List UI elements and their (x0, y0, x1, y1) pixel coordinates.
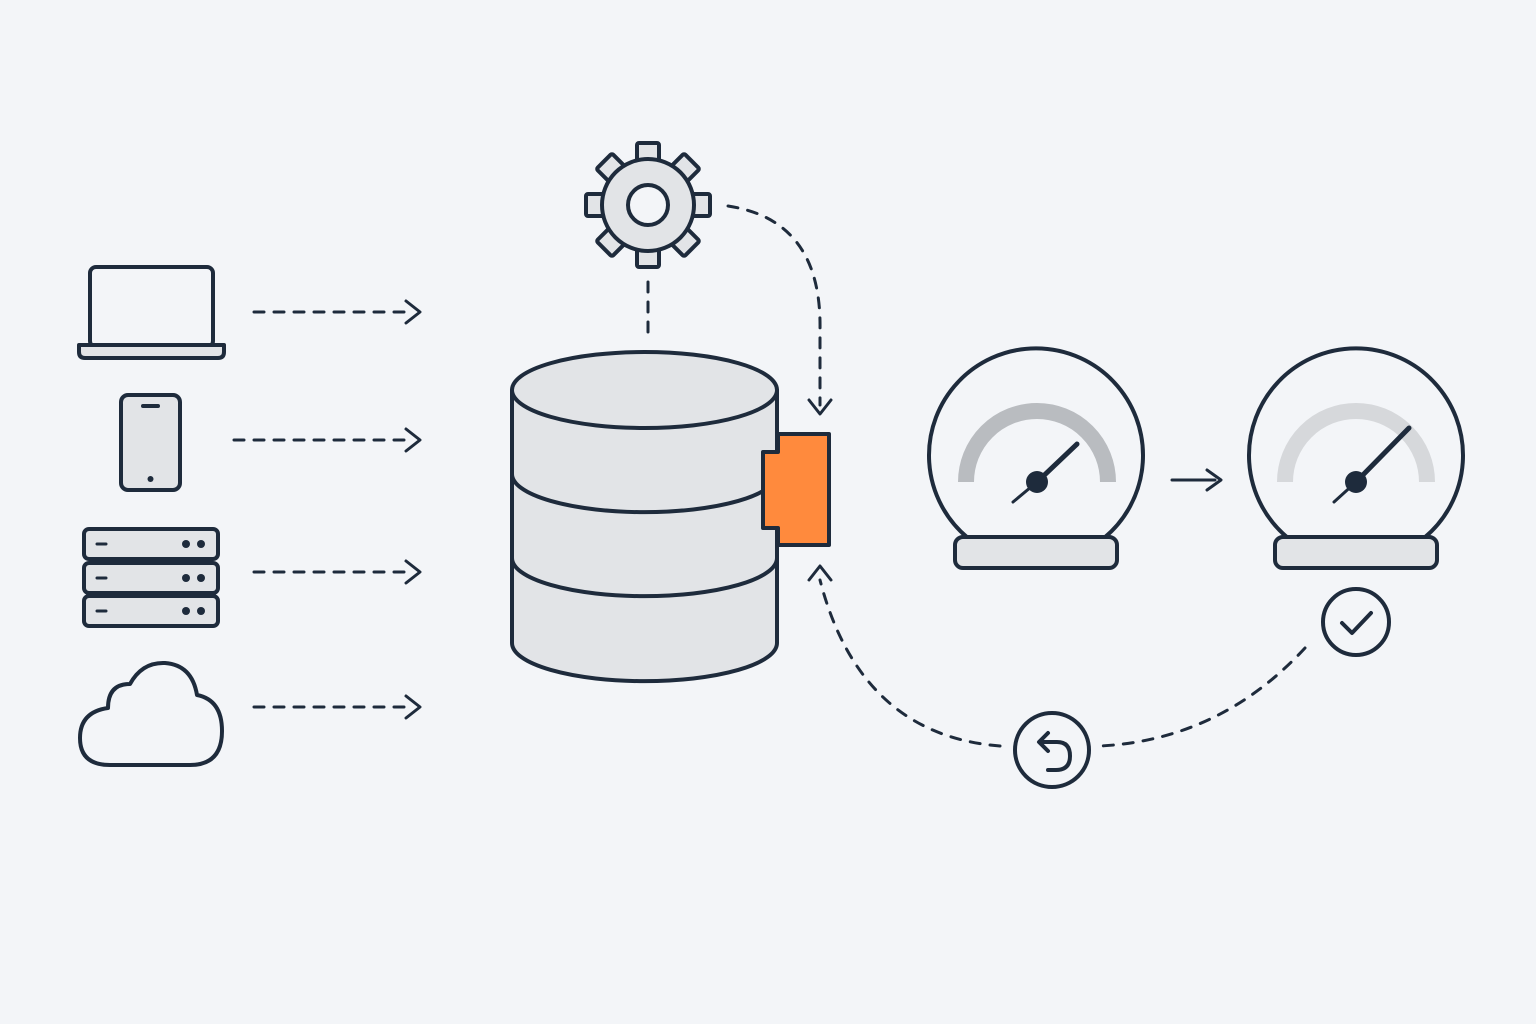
speedometer-icon-before (927, 346, 1145, 570)
rollback-loop-path (807, 564, 1307, 748)
plugin-connector-icon (761, 432, 831, 547)
database-icon (510, 350, 779, 684)
speedometer-icon-after (1247, 346, 1465, 570)
server-arrow (252, 559, 422, 585)
gear-connector-arrow (726, 204, 833, 416)
laptop-arrow (252, 299, 422, 325)
laptop-icon (77, 265, 226, 360)
gauge-improvement-arrow (1170, 468, 1223, 492)
check-circle-icon (1321, 587, 1391, 657)
source-arrows (232, 299, 422, 720)
cloud-icon (78, 660, 224, 767)
phone-arrow (232, 427, 422, 453)
server-rack-icon (82, 527, 220, 628)
cloud-arrow (252, 694, 422, 720)
undo-circle-icon (1013, 711, 1091, 789)
smartphone-icon (119, 393, 182, 492)
gear-icon (584, 141, 712, 269)
